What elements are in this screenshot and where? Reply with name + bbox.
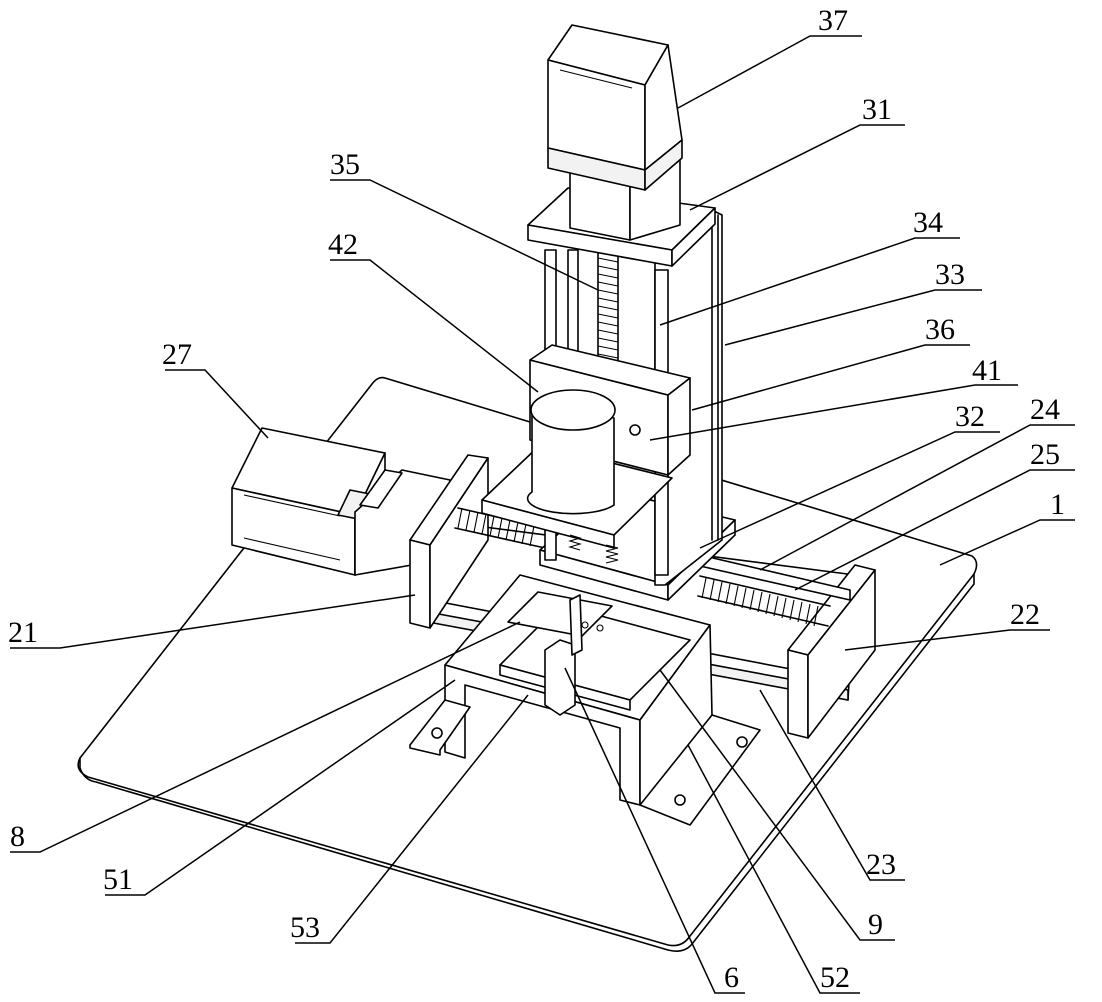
label-9: 9 [868,908,883,941]
label-52: 52 [820,961,850,994]
label-36: 36 [925,313,955,346]
label-51: 51 [103,863,133,896]
z-springs [568,534,619,564]
cylinder-tool [526,389,616,515]
label-42: 42 [328,228,358,261]
label-27: 27 [162,338,192,371]
label-34: 34 [913,206,943,239]
label-22: 22 [1010,598,1040,631]
z-carriage [481,344,691,549]
label-25: 25 [1030,438,1060,471]
label-1: 1 [1050,488,1065,521]
label-33: 33 [935,258,965,291]
label-23: 23 [866,848,896,881]
workpiece-support [409,574,761,826]
reference-labels: 37 31 35 34 42 33 36 27 41 32 24 25 1 21… [8,4,1065,994]
y-axis-motor [231,427,451,576]
label-32: 32 [955,400,985,433]
label-6: 6 [724,961,739,994]
label-53: 53 [290,911,320,944]
leader-lines [10,35,1075,994]
label-21: 21 [8,616,38,649]
label-8: 8 [10,820,25,853]
label-41: 41 [972,354,1002,387]
z-axis-motor [547,24,683,191]
label-37: 37 [818,4,848,37]
label-35: 35 [330,148,360,181]
label-31: 31 [862,93,892,126]
label-24: 24 [1030,393,1060,426]
